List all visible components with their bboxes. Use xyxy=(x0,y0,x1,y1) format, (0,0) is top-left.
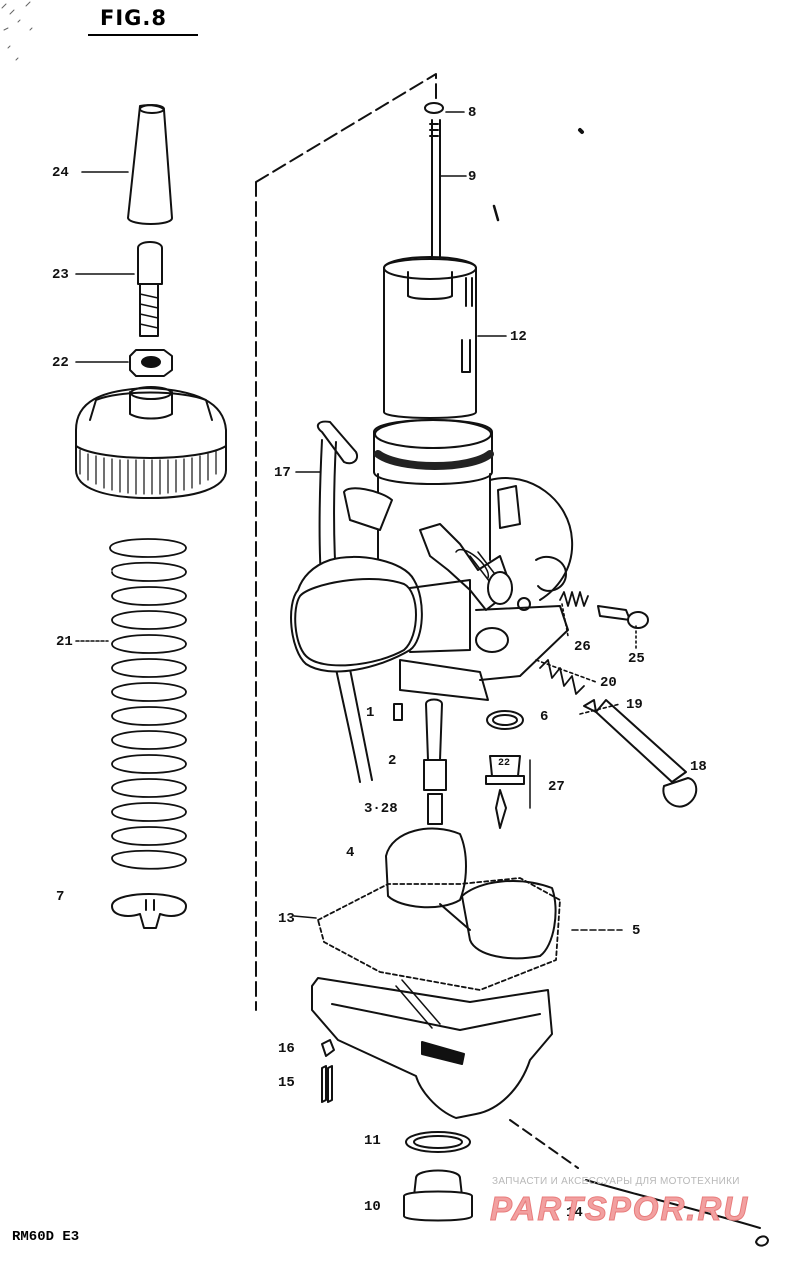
part-14-end xyxy=(755,1235,769,1247)
part-8-clip xyxy=(424,102,444,137)
callout-23: 23 xyxy=(52,267,69,283)
callout-12: 12 xyxy=(510,329,527,345)
title-underline xyxy=(88,34,198,36)
part-24-cap xyxy=(127,104,173,225)
part-14-leader xyxy=(585,1179,761,1229)
callout-26: 26 xyxy=(574,639,591,655)
part-19-washer xyxy=(583,699,597,713)
part-9-jet-needle xyxy=(431,119,441,273)
part-22-nut xyxy=(129,349,173,377)
part-21-spring xyxy=(109,538,187,870)
watermark-brand: PARTSPOR.RU xyxy=(489,1190,750,1228)
part-1-retainer xyxy=(393,703,403,721)
part-20-spring xyxy=(539,659,585,695)
float-bowl xyxy=(311,977,553,1119)
callout-4: 4 xyxy=(346,845,355,861)
part-13-gasket xyxy=(317,877,561,991)
jet-size-marking: 22 xyxy=(498,758,511,769)
callout-11: 11 xyxy=(364,1133,381,1149)
intake-bell xyxy=(290,556,569,701)
callout-15: 15 xyxy=(278,1075,295,1091)
part-25-screw xyxy=(597,605,649,629)
callout-16: 16 xyxy=(278,1041,295,1057)
part-27-pilot-jet xyxy=(485,755,531,829)
part-15-washer xyxy=(321,1065,333,1103)
callout-24: 24 xyxy=(52,165,69,181)
callout-27: 27 xyxy=(548,779,565,795)
part-17-vent-tube xyxy=(316,420,373,783)
part-10-drain-plug xyxy=(403,1169,473,1222)
callout-9: 9 xyxy=(468,169,477,185)
callout-22: 22 xyxy=(52,355,69,371)
callout-2: 2 xyxy=(388,753,397,769)
callout-13: 13 xyxy=(278,911,295,927)
callout-20: 20 xyxy=(600,675,617,691)
part-26-spring xyxy=(559,591,589,607)
callout-6: 6 xyxy=(540,709,549,725)
part-4-float xyxy=(385,827,557,960)
part-12-slide xyxy=(383,256,477,419)
callout-25: 25 xyxy=(628,651,645,667)
carburetor-body xyxy=(343,419,574,611)
axis-line xyxy=(509,1119,579,1169)
part-top-cover xyxy=(75,386,227,499)
part-6-o-ring xyxy=(486,710,524,730)
callout-17: 17 xyxy=(274,465,291,481)
part-23-adjuster xyxy=(137,241,163,337)
callout-19: 19 xyxy=(626,697,643,713)
callout-8: 8 xyxy=(468,105,477,121)
callout-1: 1 xyxy=(366,705,375,721)
callout-7: 7 xyxy=(56,889,65,905)
part-16-screw xyxy=(321,1039,335,1057)
decor-dot-1 xyxy=(578,128,584,134)
scan-noise xyxy=(1,1,33,61)
part-18-pilot-screw xyxy=(595,699,698,808)
callout-21: 21 xyxy=(56,634,73,650)
callout-14: 14 xyxy=(566,1205,583,1221)
part-11-o-ring xyxy=(405,1131,471,1153)
watermark-tagline: ЗАПЧАСТИ И АКСЕССУАРЫ ДЛЯ МОТОТЕХНИКИ xyxy=(492,1176,740,1187)
callout-10: 10 xyxy=(364,1199,381,1215)
callout-3-28: 3·28 xyxy=(364,801,398,817)
figure-title: FIG.8 xyxy=(100,6,167,30)
callout-18: 18 xyxy=(690,759,707,775)
leader-lines xyxy=(75,111,637,931)
part-2-needle-jet xyxy=(423,698,447,825)
part-7-throttle-valve xyxy=(111,893,187,929)
assembly-frame-line xyxy=(255,73,437,1011)
model-code: RM60D E3 xyxy=(12,1229,80,1245)
callout-5: 5 xyxy=(632,923,641,939)
decor-dot-2 xyxy=(492,204,500,222)
